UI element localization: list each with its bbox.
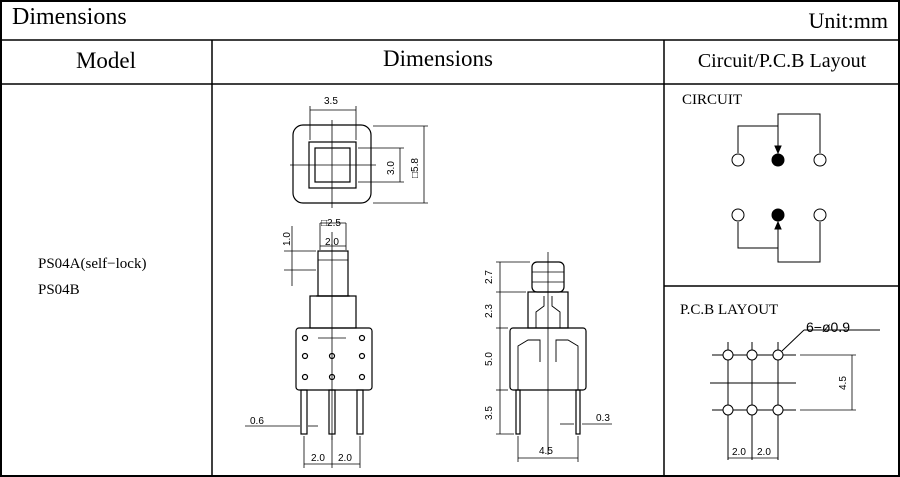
pcb-layout-label: P.C.B LAYOUT <box>680 302 779 318</box>
side-view-drawing <box>496 252 612 462</box>
dim-cap-height: 1.0 <box>282 232 293 246</box>
dim-top-width: 3.5 <box>324 96 338 107</box>
dim-cap-square: □2.5 <box>321 218 341 229</box>
dim-pcb-pitch-left: 2.0 <box>732 447 746 458</box>
dim-pin-width: 0.6 <box>250 416 264 427</box>
dim-top-inner: 3.0 <box>386 161 397 175</box>
column-header-circuit: Circuit/P.C.B Layout <box>697 50 867 72</box>
pcb-layout-diagram <box>710 329 880 460</box>
dim-top-outer: □5.8 <box>410 158 421 178</box>
dim-pin-pitch-right: 2.0 <box>338 453 352 464</box>
dim-pcb-row: 4.5 <box>838 376 849 390</box>
column-header-dimensions: Dimensions <box>383 46 493 71</box>
dim-cap-width: 2.0 <box>325 237 339 248</box>
circuit-label: CIRCUIT <box>682 92 742 108</box>
circuit-diagram <box>731 113 827 263</box>
sheet-title: Dimensions <box>12 4 127 30</box>
dim-pin-pitch-left: 2.0 <box>311 453 325 464</box>
dim-side-h4: 3.5 <box>484 406 495 420</box>
dim-pcb-pitch-right: 2.0 <box>757 447 771 458</box>
column-header-model: Model <box>75 48 137 73</box>
model-ps04a: PS04A(self−lock) <box>38 256 147 272</box>
dim-side-h3: 5.0 <box>484 352 495 366</box>
dim-side-h2: 2.3 <box>484 304 495 318</box>
dim-side-base: 4.5 <box>539 446 553 457</box>
top-view-drawing <box>290 106 428 208</box>
unit-label: Unit:mm <box>808 8 888 33</box>
dim-side-h1: 2.7 <box>484 270 495 284</box>
pcb-hole-spec: 6−ø0.9 <box>806 319 850 335</box>
model-ps04b: PS04B <box>38 282 80 298</box>
dim-side-pin: 0.3 <box>596 413 610 424</box>
front-view-drawing <box>245 222 373 468</box>
